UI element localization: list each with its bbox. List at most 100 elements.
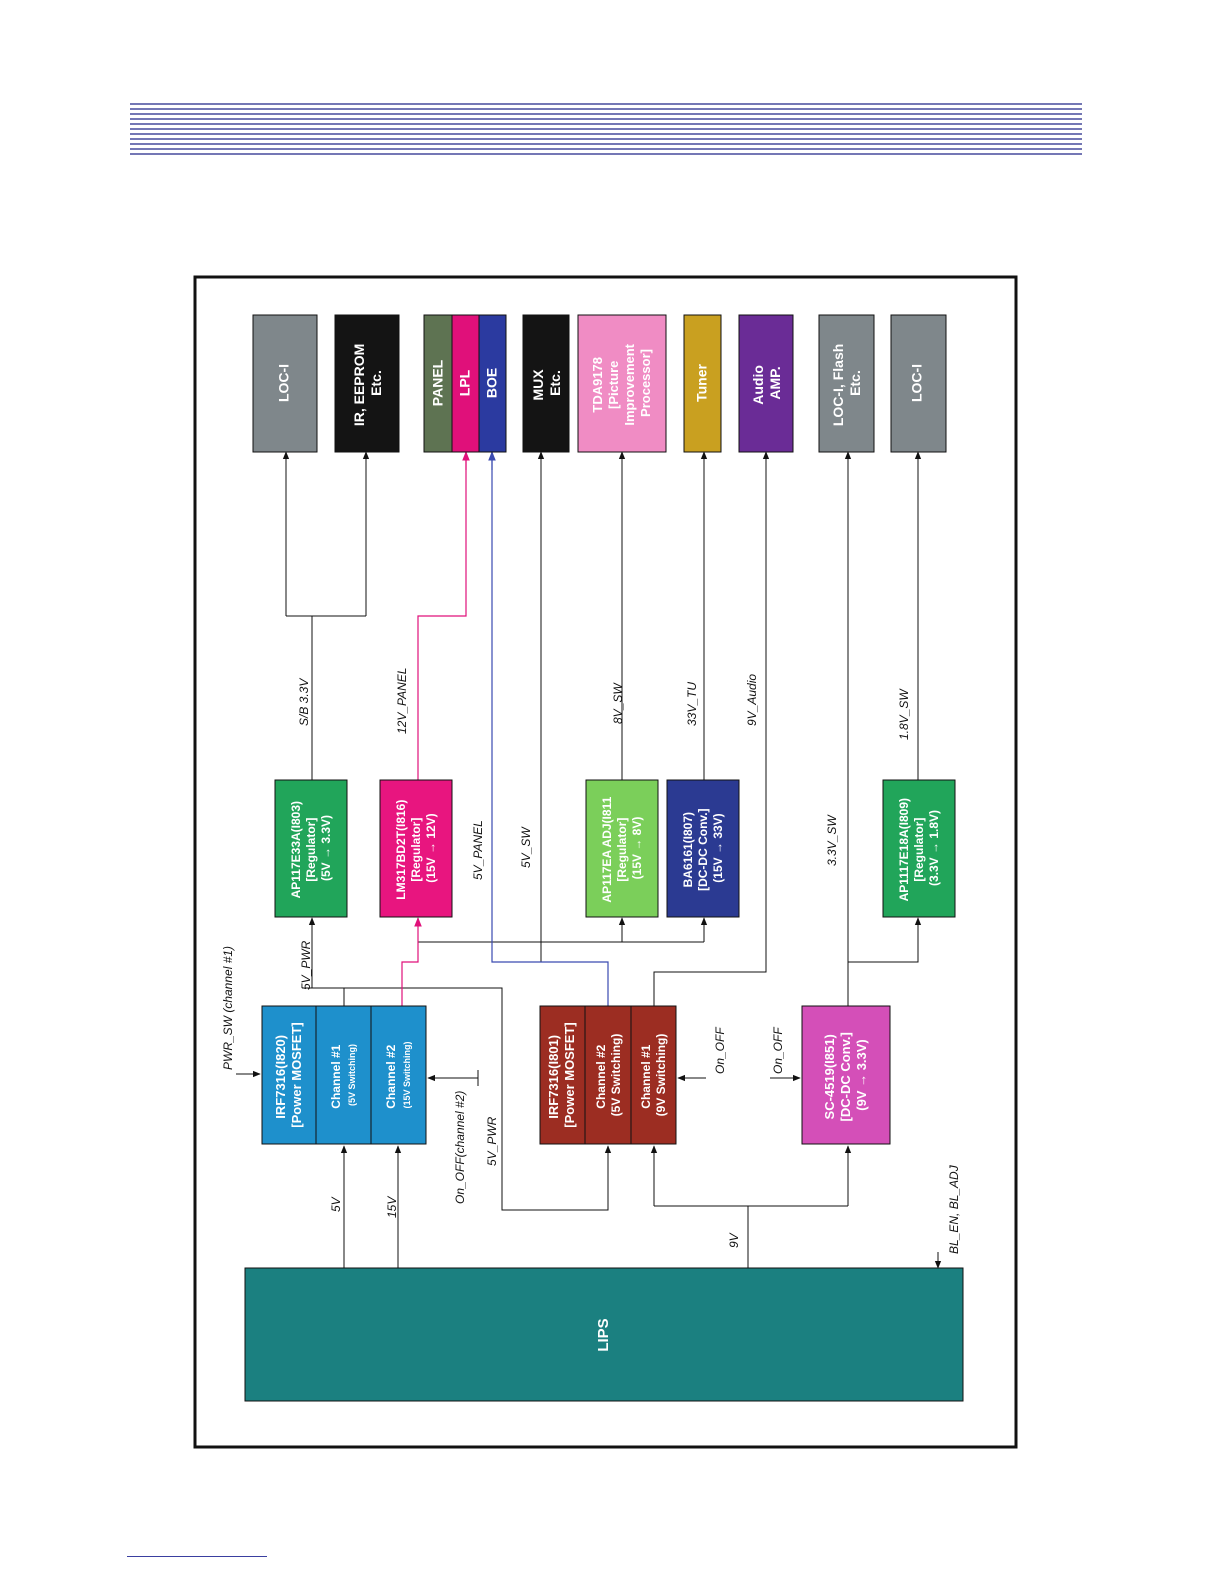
block-ap1117e18a: AP1117E18A(I809) [Regulator] (3.3V → 1.8… bbox=[882, 779, 956, 918]
lips-label: LIPS bbox=[595, 1318, 612, 1351]
irf820-ch2-title: Channel #2 bbox=[384, 1044, 398, 1108]
block-ba6161: BA6161(I807) [DC-DC Conv.] (15V → 33V) bbox=[666, 779, 740, 918]
irf801-ch1-sub: (9V Switching) bbox=[654, 1034, 668, 1117]
svg-text:Channel #2 (15V Switchin: Channel #2 (15V Switching) bbox=[384, 1041, 412, 1108]
block-ap117e33a: AP117E33A(I803) [Regulator] (5V → 3.3V) bbox=[274, 779, 348, 918]
wire-12v-panel bbox=[401, 451, 470, 1006]
label-8v-sw: 8V_SW bbox=[611, 682, 625, 724]
irf801-ch1-title: Channel #1 bbox=[639, 1044, 653, 1108]
irf820-ch2-sub: (15V Switching) bbox=[402, 1041, 412, 1108]
ir-eeprom-title: IR, EEPROM bbox=[351, 344, 367, 426]
loc1-label: LOC-I bbox=[276, 364, 292, 402]
sc4519-conversion: (9V → 3.3V) bbox=[854, 1039, 869, 1111]
block-mux: MUX Etc. bbox=[522, 314, 570, 453]
block-loc-i-1: LOC-I bbox=[252, 314, 318, 453]
block-tda9178: TDA9178 [Picture Improvement Processor] bbox=[577, 314, 667, 453]
wire-33v-sw bbox=[847, 918, 919, 1006]
label-18v-sw: 1.8V_SW bbox=[897, 688, 911, 740]
ba807-conversion: (15V → 33V) bbox=[711, 813, 725, 882]
label-5v-sw: 5V_SW bbox=[519, 826, 533, 868]
signal-labels: 5V 15V 9V PWR_SW (channel #1) On_OFF(cha… bbox=[221, 668, 961, 1255]
svg-text:AP1117E18A(I809) [Regula: AP1117E18A(I809) [Regulator] (3.3V → 1.8… bbox=[897, 795, 941, 902]
footer-rule bbox=[127, 1556, 267, 1557]
wire-sb33 bbox=[285, 452, 367, 780]
block-ap117ea-adj: AP117EA ADJ(I811 [Regulator] (15V → 8V) bbox=[585, 779, 659, 918]
block-panel-group: PANEL LPL BOE bbox=[423, 314, 507, 453]
label-on-off-b: On_OFF bbox=[771, 1027, 785, 1074]
ap803-conversion: (5V → 3.3V) bbox=[319, 815, 333, 881]
block-ir-eeprom: IR, EEPROM Etc. bbox=[334, 314, 400, 453]
label-5v-panel: 5V_PANEL bbox=[471, 820, 485, 880]
svg-text:AP117E33A(I803) [Regulat: AP117E33A(I803) [Regulator] (5V → 3.3V) bbox=[289, 798, 333, 899]
tda-line3: Improvement bbox=[622, 343, 637, 425]
loc-flash-title: LOC-I, Flash bbox=[830, 344, 846, 426]
label-bl: BL_EN, BL_ADJ bbox=[947, 1164, 961, 1254]
svg-text:Audio AMP.: Audio AMP. bbox=[750, 361, 783, 405]
wire-9v bbox=[653, 1146, 849, 1268]
label-15v: 15V bbox=[385, 1196, 399, 1218]
svg-text:Channel #1 (5V Switching: Channel #1 (5V Switching) bbox=[329, 1041, 357, 1108]
header-decoration bbox=[130, 103, 1082, 161]
label-5v-pwr-b: 5V_PWR bbox=[485, 1116, 499, 1166]
wire-15v-bus bbox=[418, 918, 705, 943]
ap803-title: AP117E33A(I803) bbox=[289, 801, 303, 898]
svg-text:AP117EA ADJ(I811 [Regula: AP117EA ADJ(I811 [Regulator] (15V → 8V) bbox=[600, 793, 644, 902]
block-lm317bd2t: LM317BD2T(I816) [Regulator] (15V → 12V) bbox=[379, 779, 453, 918]
irf820-ch1-sub: (5V Switching) bbox=[347, 1044, 357, 1106]
lpl-label: LPL bbox=[457, 369, 473, 396]
ap809-title: AP1117E18A(I809) bbox=[897, 798, 911, 901]
panel-label: PANEL bbox=[430, 359, 446, 406]
block-irf7316-i801: IRF7316(I801) [Power MOSFET] Channel #2 … bbox=[539, 1005, 677, 1145]
ap809-conversion: (3.3V → 1.8V) bbox=[927, 810, 941, 886]
label-sb33: S/B 3.3V bbox=[297, 678, 311, 726]
audio-title: Audio bbox=[750, 365, 766, 405]
diagram-frame bbox=[193, 275, 1018, 1449]
label-9v: 9V bbox=[727, 1232, 741, 1248]
mux-sub: Etc. bbox=[547, 370, 563, 396]
loc2-label: LOC-I bbox=[909, 364, 925, 402]
irf801-ch2-title: Channel #2 bbox=[594, 1044, 608, 1108]
ap811-conversion: (15V → 8V) bbox=[630, 817, 644, 880]
svg-text:IR, EEPROM Etc.: IR, EEPROM Etc. bbox=[351, 340, 384, 426]
svg-text:BA6161(I807) [DC-DC Conv: BA6161(I807) [DC-DC Conv.] (15V → 33V) bbox=[681, 805, 725, 891]
svg-text:SC-4519(I851) [DC-DC Con: SC-4519(I851) [DC-DC Conv.] (9V → 3.3V) bbox=[822, 1029, 869, 1122]
block-tuner: Tuner bbox=[683, 314, 722, 453]
wire-5v-pwr-b bbox=[302, 987, 609, 1211]
label-9v-audio: 9V_Audio bbox=[745, 674, 759, 726]
block-sc4519: SC-4519(I851) [DC-DC Conv.] (9V → 3.3V) bbox=[801, 1005, 891, 1145]
svg-text:Channel #1 (9V Switching: Channel #1 (9V Switching) bbox=[639, 1034, 668, 1117]
svg-text:TDA9178 [Picture I: TDA9178 [Picture Improvement Processor] bbox=[590, 340, 653, 425]
label-pwr-sw: PWR_SW (channel #1) bbox=[221, 946, 235, 1070]
tda-line2: [Picture bbox=[606, 361, 621, 409]
boe-label: BOE bbox=[484, 368, 500, 398]
label-on-off-a: On_OFF bbox=[713, 1027, 727, 1074]
irf820-ch1-title: Channel #1 bbox=[329, 1044, 343, 1108]
block-loc-i-flash: LOC-I, Flash Etc. bbox=[818, 314, 875, 453]
svg-text:IRF7316(I801) [Power MOS: IRF7316(I801) [Power MOSFET] bbox=[546, 1022, 577, 1127]
ap803-subtitle: [Regulator] bbox=[304, 818, 318, 882]
label-5v: 5V bbox=[329, 1196, 343, 1212]
wire-9v-audio bbox=[653, 452, 767, 1006]
irf801-subtitle: [Power MOSFET] bbox=[562, 1022, 577, 1127]
ap811-subtitle: [Regulator] bbox=[615, 818, 629, 882]
irf801-title: IRF7316(I801) bbox=[546, 1035, 561, 1119]
label-5v-pwr-a: 5V_PWR bbox=[299, 940, 313, 990]
sc4519-title: SC-4519(I851) bbox=[822, 1034, 837, 1119]
svg-text:LM317BD2T(I816) [Regulat: LM317BD2T(I816) [Regulator] (15V → 12V) bbox=[394, 796, 438, 899]
loc-flash-sub: Etc. bbox=[847, 370, 863, 396]
block-lips: LIPS bbox=[244, 1267, 964, 1402]
lm816-conversion: (15V → 12V) bbox=[424, 813, 438, 882]
connectors bbox=[236, 451, 942, 1269]
block-loc-i-2: LOC-I bbox=[890, 314, 947, 453]
tda-title: TDA9178 bbox=[590, 357, 605, 413]
ba807-title: BA6161(I807) bbox=[681, 812, 695, 887]
svg-text:LOC-I, Flash Etc.: LOC-I, Flash Etc. bbox=[830, 340, 863, 426]
label-on-off-ch2: On_OFF(channel #2) bbox=[453, 1091, 467, 1204]
tuner-label: Tuner bbox=[694, 364, 710, 402]
block-audio-amp: Audio AMP. bbox=[738, 314, 794, 453]
label-33v-tu: 33V_TU bbox=[685, 682, 699, 726]
ir-eeprom-sub: Etc. bbox=[368, 370, 384, 396]
mux-title: MUX bbox=[530, 369, 546, 401]
block-irf7316-i820: IRF7316(I820) [Power MOSFET] Channel #1 … bbox=[261, 1005, 427, 1145]
